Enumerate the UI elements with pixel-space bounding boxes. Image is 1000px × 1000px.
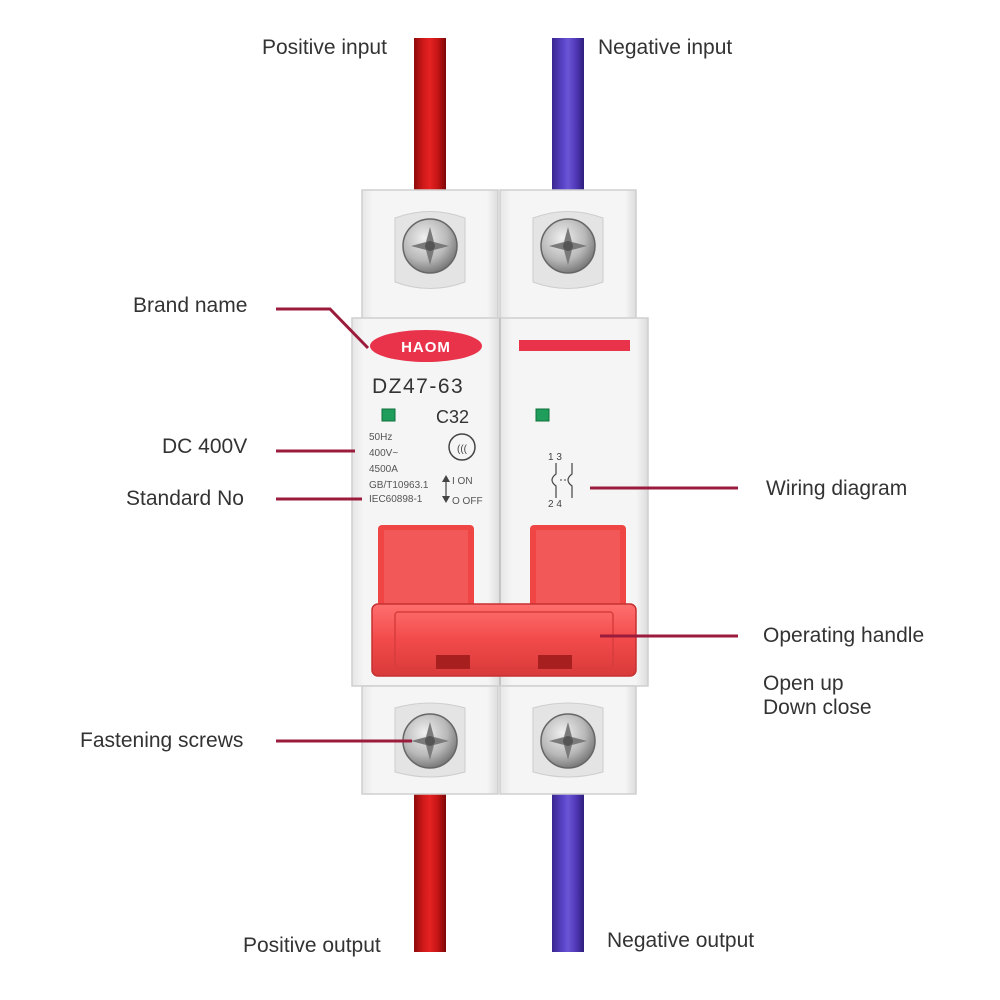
indicator-left (381, 408, 396, 422)
label-operating-handle: Operating handle (763, 624, 925, 647)
label-positive-output: Positive output (243, 934, 381, 957)
spec-breaking: 4500A (369, 464, 398, 475)
label-standard-no: Standard No (126, 487, 244, 510)
negative-input-wire (552, 38, 584, 198)
label-down-close: Down close (763, 696, 872, 719)
label-brand-name: Brand name (133, 294, 248, 317)
on-off-arrow-icon (442, 475, 450, 503)
on-label: I ON (452, 476, 473, 487)
leader-lines (276, 307, 738, 743)
svg-text:(((: ((( (457, 444, 468, 455)
rating-text: C32 (436, 407, 469, 427)
spec-freq: 50Hz (369, 432, 392, 443)
positive-input-wire (414, 38, 446, 198)
spec-std1: GB/T10963.1 (369, 480, 429, 491)
screw-top-left (402, 218, 458, 274)
label-positive-input: Positive input (262, 36, 387, 59)
diagram-top-text: 1 3 (548, 452, 562, 463)
label-dc-400v: DC 400V (162, 435, 248, 458)
spec-voltage: 400V~ (369, 448, 398, 459)
ccc-mark-icon: ((( (448, 433, 476, 461)
off-label: O OFF (452, 496, 483, 507)
diagram-bottom-text: 2 4 (548, 499, 562, 510)
label-fastening-screws: Fastening screws (80, 729, 244, 752)
wiring-diagram-icon: 1 3 2 4 (548, 452, 573, 510)
brand-text: HAOM (401, 339, 451, 356)
operating-handle (371, 603, 637, 677)
positive-output-wire (414, 790, 446, 952)
screw-bottom-right (540, 713, 596, 769)
label-negative-output: Negative output (607, 929, 755, 952)
label-negative-input: Negative input (598, 36, 733, 59)
brand-logo (370, 330, 482, 362)
label-wiring-diagram: Wiring diagram (766, 477, 908, 500)
label-open-up: Open up (763, 672, 844, 695)
screw-top-right (540, 218, 596, 274)
pole-marker-bar (519, 340, 630, 351)
negative-output-wire (552, 790, 584, 952)
model-text: DZ47-63 (372, 375, 464, 398)
spec-std2: IEC60898-1 (369, 494, 423, 505)
indicator-right (535, 408, 550, 422)
